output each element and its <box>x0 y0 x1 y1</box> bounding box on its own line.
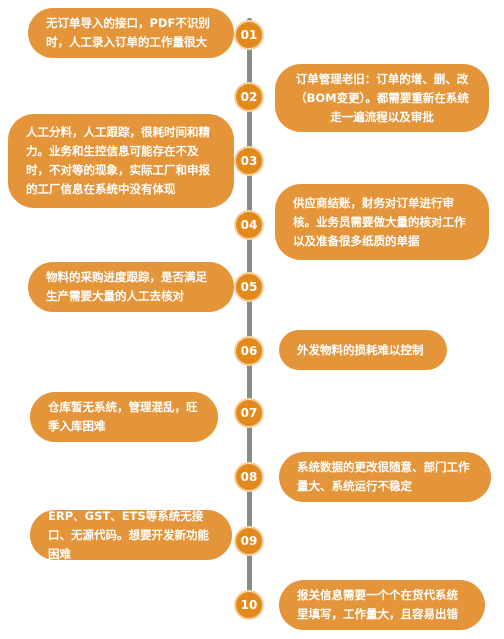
step-card-06: 外发物料的损耗难以控制 <box>279 330 447 370</box>
step-text-08: 系统数据的更改很随意、部门工作量大、系统运行不稳定 <box>297 460 470 493</box>
step-text-01: 无订单导入的接口，PDF不识别时，人工录入订单的工作量很大 <box>46 16 210 49</box>
step-node-09: 09 <box>234 526 264 556</box>
step-card-08: 系统数据的更改很随意、部门工作量大、系统运行不稳定 <box>279 452 491 502</box>
step-node-03: 03 <box>234 146 264 176</box>
step-node-10: 10 <box>234 590 264 620</box>
step-card-02: 订单管理老旧：订单的增、删、改（BOM变更）。都需要重新在系统走一遍流程以及审批 <box>275 64 489 132</box>
step-card-10: 报关信息需要一个个在货代系统里填写，工作量大，且容易出错 <box>279 580 485 630</box>
step-text-02: 订单管理老旧：订单的增、删、改（BOM变更）。都需要重新在系统走一遍流程以及审批 <box>295 71 469 124</box>
step-text-03: 人工分料，人工跟踪，很耗时间和精力。业务和生控信息可能存在不及时，不对等的现象，… <box>26 125 210 196</box>
step-node-01: 01 <box>234 20 264 50</box>
step-node-05: 05 <box>234 272 264 302</box>
step-card-04: 供应商结账，财务对订单进行审核。业务员需要做大量的核对工作以及准备很多纸质的单据 <box>275 184 489 260</box>
step-text-06: 外发物料的损耗难以控制 <box>297 342 424 357</box>
step-node-06: 06 <box>234 336 264 366</box>
step-text-10: 报关信息需要一个个在货代系统里填写，工作量大，且容易出错 <box>297 588 458 621</box>
timeline-axis <box>247 18 252 618</box>
step-text-09: ERP、GST、ETS等系统无接口、无源代码。想要开发新功能困难 <box>48 508 209 561</box>
step-card-01: 无订单导入的接口，PDF不识别时，人工录入订单的工作量很大 <box>28 8 234 58</box>
step-text-05: 物料的采购进度跟踪，是否满足生产需要大量的人工去核对 <box>46 270 207 303</box>
step-node-07: 07 <box>234 398 264 428</box>
step-node-04: 04 <box>234 210 264 240</box>
step-card-07: 仓库暂无系统，管理混乱，旺季入库困难 <box>30 392 218 442</box>
step-text-04: 供应商结账，财务对订单进行审核。业务员需要做大量的核对工作以及准备很多纸质的单据 <box>293 195 466 248</box>
step-text-07: 仓库暂无系统，管理混乱，旺季入库困难 <box>48 400 198 433</box>
step-node-08: 08 <box>234 462 264 492</box>
step-node-02: 02 <box>234 82 264 112</box>
step-card-05: 物料的采购进度跟踪，是否满足生产需要大量的人工去核对 <box>28 262 234 312</box>
step-card-09: ERP、GST、ETS等系统无接口、无源代码。想要开发新功能困难 <box>30 509 232 561</box>
step-card-03: 人工分料，人工跟踪，很耗时间和精力。业务和生控信息可能存在不及时，不对等的现象，… <box>8 114 234 208</box>
